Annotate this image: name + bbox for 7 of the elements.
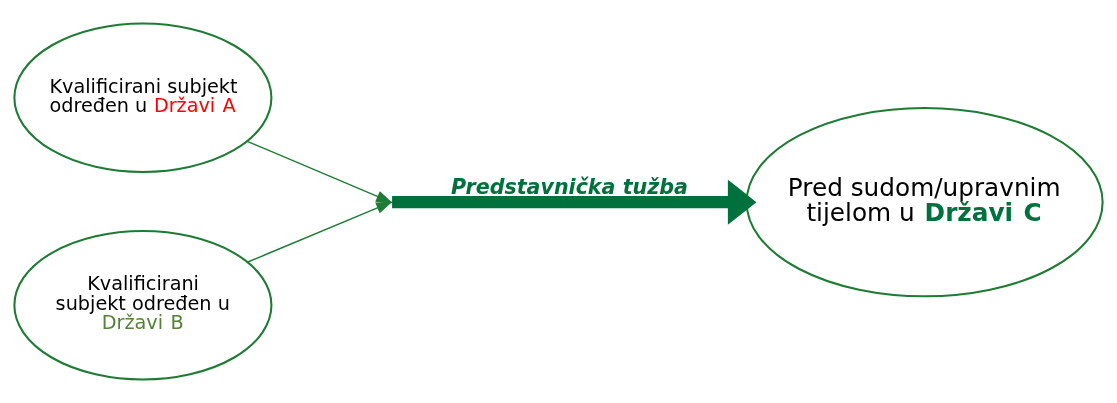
node-ellipse: Kvalificirani subjekt određen u Državi B <box>13 230 273 381</box>
edge-label: Predstavnička tužba <box>451 174 688 199</box>
arrow <box>247 201 393 263</box>
node-ellipse: Kvalificirani subjekt određen u Državi A <box>13 22 273 173</box>
arrow <box>392 179 757 225</box>
arrow <box>246 140 393 203</box>
node-ellipse: Pred sudom/upravnim tijelom u Državi C <box>745 107 1104 298</box>
